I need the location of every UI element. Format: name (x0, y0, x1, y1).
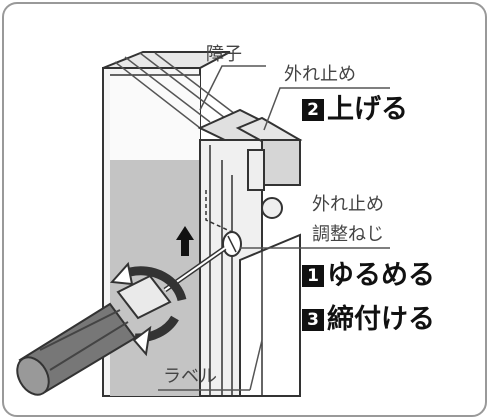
label-label: ラベル (163, 366, 217, 387)
step-text: 上げる (327, 94, 408, 125)
label-adjust-line1: 外れ止め (312, 194, 384, 215)
label-hazure-tome-top: 外れ止め (284, 64, 356, 85)
step-number-badge: 3 (302, 308, 324, 331)
up-arrow (176, 226, 194, 256)
hidden-line (205, 190, 233, 233)
step-number-badge: 2 (302, 98, 324, 121)
step-number-badge: 1 (302, 264, 324, 287)
step-text: 締付ける (327, 304, 435, 335)
label-adjust-line2: 調整ねじ (312, 224, 384, 245)
adjust-screw (222, 231, 242, 257)
screwdriver (16, 245, 227, 396)
stopper-block (235, 116, 303, 219)
step-text: ゆるめる (327, 260, 435, 291)
rotation-arrow-heads (109, 261, 152, 357)
label-shoji: 障子 (206, 44, 242, 65)
leader-lines (158, 65, 390, 391)
